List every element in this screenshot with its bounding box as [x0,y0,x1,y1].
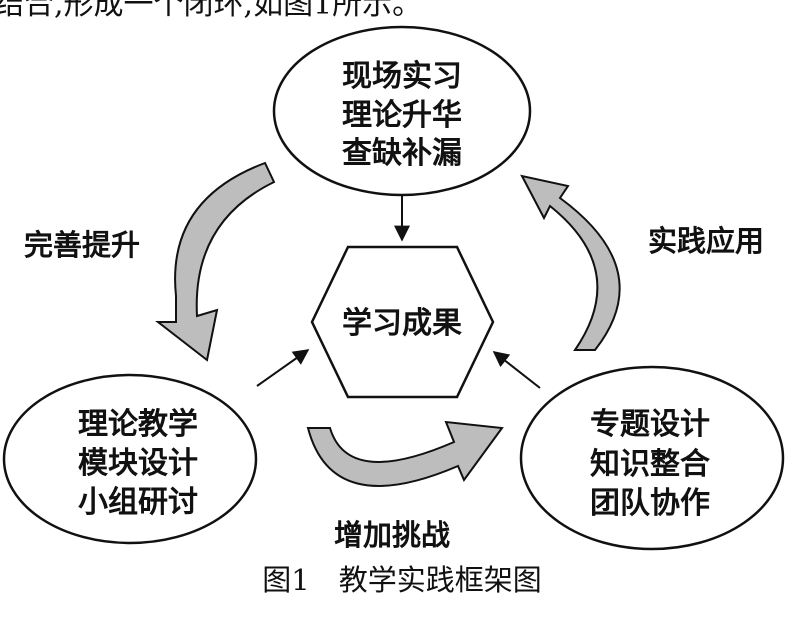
node-top-ellipse [272,25,532,197]
node-top: 现场实习 理论升华 查缺补漏 [272,25,532,197]
node-left-ellipse [2,373,258,545]
edge-label-top-to-left: 完善提升 [24,228,140,262]
node-left-line-1: 理论教学 [78,407,198,442]
node-top-line-1: 现场实习 [342,59,462,94]
center-hexagon [310,245,495,399]
curved-arrow-right-to-top [520,174,621,351]
edge-label-right-to-top: 实践应用 [648,224,764,258]
node-center-label: 学习成果 [342,306,462,341]
node-top-line-3: 查缺补漏 [342,136,462,171]
node-left-line-2: 模块设计 [78,446,198,481]
curved-arrow-top-to-left [155,161,276,362]
node-left: 理论教学 模块设计 小组研讨 [2,373,258,545]
figure-caption: 图1 教学实践框架图 [262,563,541,597]
edge-label-left-to-right: 增加挑战 [334,518,450,552]
arrow-right-to-center [492,351,541,389]
node-top-line-2: 理论升华 [342,98,462,133]
arrow-left-to-center [256,349,310,387]
node-right-line-2: 知识整合 [590,447,710,482]
node-center: 学习成果 [310,245,495,399]
curved-arrow-left-to-right [306,420,504,487]
node-left-line-3: 小组研讨 [78,485,198,520]
node-right-line-3: 团队协作 [590,486,710,521]
node-right: 专题设计 知识整合 团队协作 [519,365,785,551]
top-text-fragment: 结合,形成一个闭环,如图1所示。 [0,0,422,22]
node-right-ellipse [519,365,785,551]
node-right-line-1: 专题设计 [590,407,710,442]
